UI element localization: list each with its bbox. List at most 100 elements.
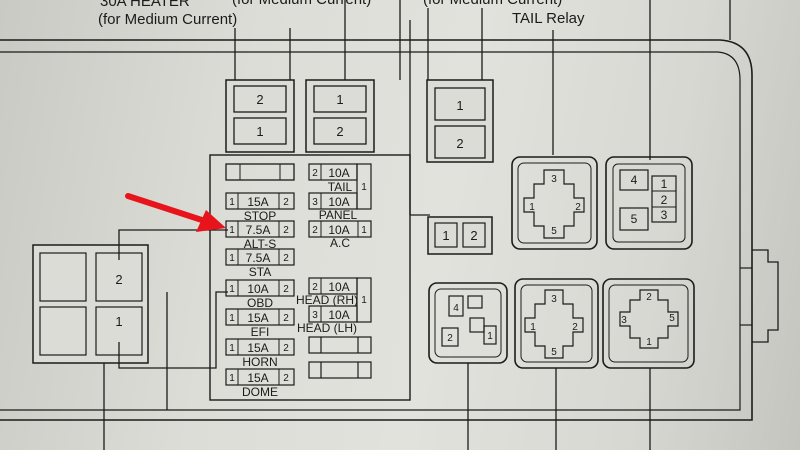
fuse-pin-1: 1: [229, 253, 235, 264]
socket3-pin-right: 2: [572, 322, 578, 333]
tail-relay-pin-2: 2: [661, 193, 668, 207]
relay-right-top: 1: [456, 98, 463, 113]
tail-panel-side-pin: 1: [361, 182, 367, 193]
fuse-pin-2: 2: [283, 284, 289, 295]
relay-socket-1: 3 1 2 5: [511, 156, 598, 250]
fuse-pin-2: 2: [283, 225, 289, 236]
fuse-head-rh-pin: 2: [312, 282, 318, 293]
tail-relay-pin-5: 5: [631, 212, 638, 226]
fuse-head-rh-label: HEAD (RH): [296, 293, 358, 307]
fuse-tail-label: TAIL: [328, 180, 353, 194]
fuse-blank: [225, 163, 295, 181]
fuse-compartment: [209, 154, 411, 401]
fuse-label: OBD: [247, 296, 273, 310]
socket4-pin-bottom: 1: [646, 337, 652, 348]
socket3-pin-top: 3: [551, 294, 557, 305]
housing-tab: [752, 249, 779, 343]
spare-slots: [308, 336, 372, 379]
socket1-pin-left: 1: [529, 202, 535, 213]
tail-panel-side: [356, 163, 372, 210]
fuse-label: ALT-S: [244, 237, 276, 251]
relay-left-bottom: 1: [115, 314, 122, 329]
housing-inner-outline: [0, 51, 741, 411]
heater-subtitle: (for Medium Current): [98, 11, 237, 28]
fuse-amp: 10A: [247, 282, 268, 296]
relay-socket-3: 3 1 2 5: [514, 278, 599, 369]
fuse-pin-1: 1: [229, 373, 235, 384]
fuse-label: STOP: [244, 209, 276, 223]
relay-middle: 1 2: [427, 216, 493, 255]
fuse-pin-2: 2: [283, 373, 289, 384]
fuse-head-lh-pin: 3: [312, 310, 318, 321]
fuse-label: HORN: [242, 355, 277, 369]
tail-relay-pin-1: 1: [661, 177, 668, 191]
fuse-pin-1: 1: [229, 343, 235, 354]
fuse-head-lh-amp: 10A: [328, 308, 349, 322]
relay-socket-4: 2 3 5 1: [602, 278, 695, 369]
fuse-label: STA: [249, 265, 271, 279]
socket2-pin-4: 4: [453, 303, 459, 314]
socket4-pin-top: 2: [646, 292, 652, 303]
fuse-amp: 15A: [247, 311, 268, 325]
tail-relay: 4 1 2 3 5: [605, 156, 693, 250]
fuse-tail: 2 10A TAIL: [308, 163, 358, 194]
relay-left: 2 1: [32, 244, 149, 364]
relay-center-top: 1: [336, 92, 343, 107]
bottom-leader-lines: [467, 0, 731, 450]
relay-center: 1 2: [305, 79, 375, 153]
fuse-pin-1: 1: [229, 313, 235, 324]
tail-relay-title: TAIL Relay: [512, 10, 585, 27]
relay-center-bottom: 2: [336, 124, 343, 139]
socket3-pin-bottom: 5: [551, 347, 557, 358]
socket1-pin-top: 3: [551, 174, 557, 185]
socket2-pin-1: 1: [487, 331, 493, 342]
head-side-pin: 1: [361, 295, 367, 306]
fuse-panel-pin: 3: [312, 197, 318, 208]
fuse-panel-amp: 10A: [328, 195, 349, 209]
fuse-pin-2: 2: [283, 253, 289, 264]
right-subtitle: (for Medium Current): [423, 0, 562, 8]
fuse-tail-pin: 2: [312, 168, 318, 179]
relay-right-bottom: 2: [456, 136, 463, 151]
relay-heater-bottom: 1: [256, 124, 263, 139]
fuse-panel-label: PANEL: [319, 208, 358, 222]
red-arrow-pointer: [125, 193, 226, 232]
fuse-head-lh: 3 10A HEAD (LH): [297, 305, 358, 335]
fuse-label: EFI: [251, 325, 270, 339]
fuse-pin-1: 1: [229, 197, 235, 208]
heater-title: 30A HEATER: [100, 0, 190, 10]
fuse-label: DOME: [242, 385, 278, 399]
fuse-amp: 7.5A: [246, 251, 271, 265]
tail-relay-pin-4: 4: [631, 173, 638, 187]
fuse-panel: 3 10A PANEL: [308, 192, 358, 222]
socket3-pin-left: 1: [530, 322, 536, 333]
fuse-pin-1: 1: [229, 225, 235, 236]
socket1-pin-bottom: 5: [551, 226, 557, 237]
fuse-head-rh-amp: 10A: [328, 280, 349, 294]
housing-outline: [0, 39, 753, 421]
fuse-amp: 15A: [247, 371, 268, 385]
relay-socket-2: 4 1 2: [428, 282, 508, 364]
relay-middle-a: 1: [442, 228, 449, 243]
socket4-pin-right: 5: [669, 313, 675, 324]
tail-relay-pin-3: 3: [661, 208, 668, 222]
fuse-ac: 2 10A 1 A.C: [308, 220, 372, 250]
socket1-pin-right: 2: [575, 202, 581, 213]
relay-middle-b: 2: [470, 228, 477, 243]
fuse-ac-label: A.C: [330, 236, 350, 250]
socket4-pin-left: 3: [621, 315, 627, 326]
center-subtitle: (for Medium Current): [232, 0, 371, 8]
fuse-ac-amp: 10A: [328, 223, 349, 237]
relay-heater: 2 1: [225, 79, 295, 153]
fuse-pin-2: 2: [283, 313, 289, 324]
fuse-head-rh: 2 10A HEAD (RH): [296, 277, 358, 307]
fuse-amp: 7.5A: [246, 223, 271, 237]
relay-right: 1 2: [426, 79, 494, 163]
